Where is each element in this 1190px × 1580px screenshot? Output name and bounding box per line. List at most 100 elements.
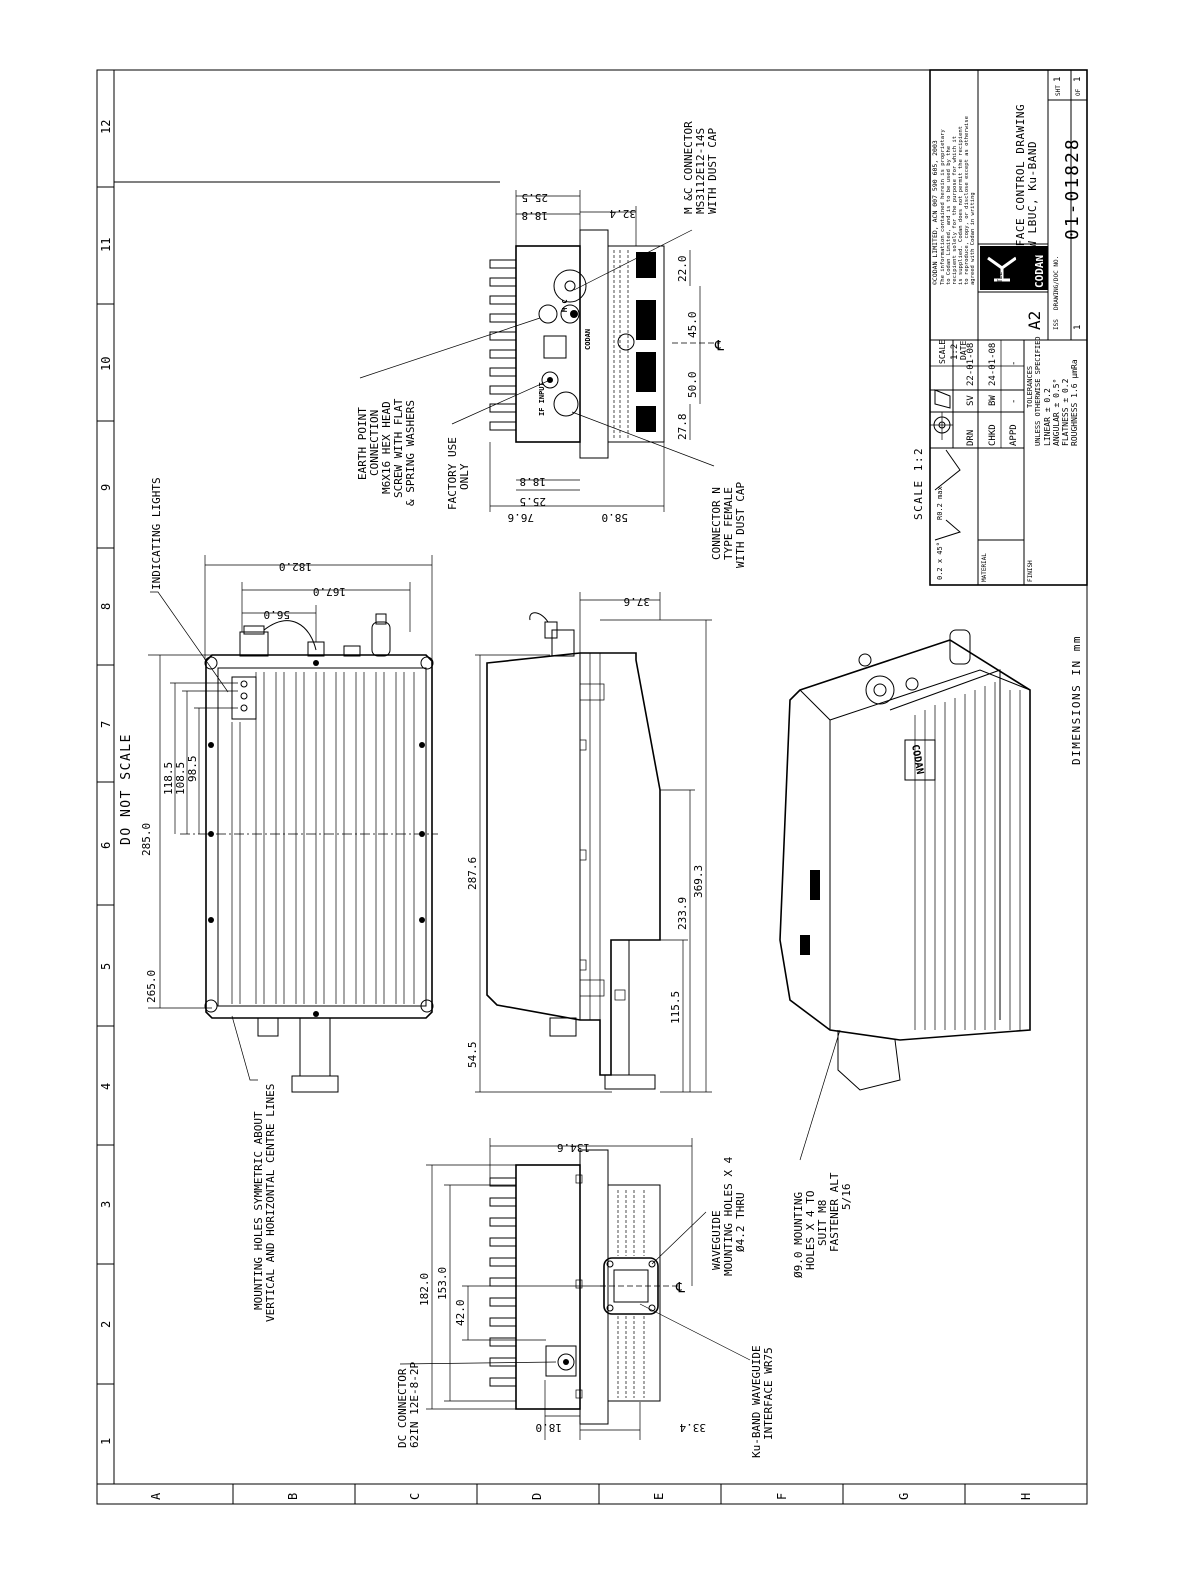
zone-letters: A B C D E F G H (149, 1492, 1033, 1500)
mounting-holes-iso-callout-5: 5/16 (840, 1184, 853, 1211)
appd-label: APPD (1009, 424, 1019, 446)
top-view-dim-labels: 265.0 285.0 118.5 108.5 98.5 182.0 167.0… (140, 560, 346, 1003)
dim-134-6: 134.6 (557, 1141, 590, 1154)
factory-use-callout-1: FACTORY USE (446, 437, 459, 510)
of-value: 1 (1073, 77, 1083, 82)
waveguide-end-view-dimensions (426, 1138, 693, 1440)
tolerance-roughness: ROUGHNESS 1.6 μmRa (1070, 359, 1079, 446)
zone-number-1: 1 (99, 1438, 113, 1445)
ku-waveguide-callout-2: INTERFACE WR75 (762, 1347, 775, 1440)
chkd-date: 24-01-08 (988, 343, 998, 386)
scale-note: SCALE 1:2 (912, 447, 925, 520)
mc-connector-callout-3: WITH DUST CAP (706, 128, 719, 214)
finish-label: FINISH (1027, 560, 1034, 582)
material-label: MATERIAL (981, 553, 988, 582)
drn-by: SV (966, 395, 976, 406)
earth-point-callout-5: & SPRING WASHERS (404, 400, 417, 506)
date-label: DATE (959, 341, 968, 360)
zone-number-12: 12 (99, 120, 113, 134)
side-view (486, 612, 661, 1090)
side-view-dimensions (475, 592, 712, 1093)
drawing-border (96, 69, 1088, 1505)
edge-note: 0.2 x 45° (936, 542, 944, 580)
mc-panel-label: M C (561, 299, 569, 312)
appd-by: - (1009, 399, 1019, 404)
title-label: TITLE (997, 272, 1004, 290)
dc-connector-callout-2: 62IN 12E-8-2P (408, 1362, 421, 1448)
waveguide-end-view-callouts: WAVEGUIDE MOUNTING HOLES X 4 Ø4.2 THRU D… (396, 1156, 775, 1458)
zone-letter-a: A (149, 1492, 163, 1500)
connector-n-callout-3: WITH DUST CAP (734, 482, 747, 568)
dim-115-5: 115.5 (669, 991, 682, 1024)
scale-value: 1:2 (950, 344, 960, 360)
connector-end-view-dimensions (489, 190, 701, 512)
connector-end-view: ℄ (359, 229, 724, 467)
dim-233-9: 233.9 (676, 897, 689, 930)
radius-note: R0.2 max (936, 486, 944, 520)
mc-connector-callout-1: M &C CONNECTOR (682, 121, 695, 214)
drn-label: DRN (966, 430, 976, 446)
connector-end-view-dim-labels: 25.5 18.8 32.4 22.0 45.0 50.0 27.8 18.8 … (508, 191, 700, 524)
waveguide-centre-symbol: ℄ (675, 1280, 685, 1296)
mounting-holes-iso-callout-3: SUIT M8 (816, 1200, 829, 1246)
dim-287-6: 287.6 (466, 857, 479, 890)
of-label: OF (1075, 88, 1082, 96)
isometric-view: CODAN (779, 629, 1031, 1161)
connector-end-view-callouts: M &C CONNECTOR MS3112E12-14S WITH DUST C… (356, 121, 747, 568)
waveguide-mounting-callout-1: WAVEGUIDE (710, 1210, 723, 1270)
indicating-lights-callout: INDICATING LIGHTS (150, 477, 163, 590)
zone-number-4: 4 (99, 1083, 113, 1090)
title-block-text: ©CODAN LIMITED, ACN 007 590 605, 2003 Th… (931, 77, 1083, 582)
scale-label: SCALE (938, 340, 947, 364)
zone-letter-h: H (1019, 1493, 1033, 1500)
sheet-value: 1 (1053, 77, 1063, 82)
mounting-holes-callout-line2: VERTICAL AND HORIZONTAL CENTRE LINES (264, 1084, 277, 1322)
proprietary-line-2: to Codan Limited, and is to be used by t… (946, 146, 952, 285)
dim-42: 42.0 (454, 1300, 467, 1327)
do-not-scale-note: DO NOT SCALE (119, 733, 134, 845)
proprietary-line-1: The information contained herein is prop… (940, 129, 946, 285)
tolerances-subtitle: UNLESS OTHERWISE SPECIFIED (1034, 336, 1042, 446)
dim-18-8-top: 18.8 (522, 209, 549, 222)
mounting-holes-callout-line1: MOUNTING HOLES SYMMETRIC ABOUT (252, 1111, 265, 1310)
connector-n-callout-1: CONNECTOR N (710, 487, 723, 560)
zone-letter-b: B (286, 1493, 300, 1500)
waveguide-end-view: ℄ (399, 1149, 751, 1425)
dim-50: 50.0 (686, 372, 699, 399)
zone-number-7: 7 (99, 721, 113, 728)
top-view-dimensions (148, 555, 433, 1009)
dim-56: 56.0 (264, 608, 291, 621)
dim-153: 153.0 (436, 1267, 449, 1300)
dim-76-6: 76.6 (508, 511, 535, 524)
chkd-by: BW (988, 395, 998, 406)
tolerance-linear: LINEAR ± 0.2 (1043, 388, 1052, 446)
dimensions-note: DIMENSIONS IN mm (1070, 635, 1083, 765)
ku-waveguide-callout-1: Ku-BAND WAVEGUIDE (750, 1345, 763, 1458)
dim-27-8: 27.8 (676, 414, 689, 441)
factory-use-callout-2: ONLY (458, 463, 471, 490)
tolerance-flatness: FLATNESS ± 0.2 (1061, 378, 1070, 446)
drn-date: 22-01-08 (966, 343, 976, 386)
iso-view-callout: Ø9.0 MOUNTING HOLES X 4 TO SUIT M8 FASTE… (792, 1172, 853, 1278)
chkd-label: CHKD (988, 424, 998, 446)
doc-number: 01-01828 (1062, 137, 1083, 240)
codan-panel-label: CODAN (584, 329, 592, 350)
top-view-callouts: INDICATING LIGHTS MOUNTING HOLES SYMMETR… (150, 477, 277, 1322)
sheet-label: SHT (1055, 85, 1062, 96)
if-input-panel-label: IF INPUT (538, 382, 546, 416)
dim-33-4: 33.4 (679, 1421, 706, 1434)
iss-value: 1 (1073, 325, 1083, 330)
dim-167: 167.0 (313, 585, 346, 598)
centre-line-symbol: ℄ (714, 338, 724, 354)
company-name: CODAN (1033, 255, 1046, 288)
zone-letter-f: F (775, 1493, 789, 1500)
dc-connector-callout-1: DC CONNECTOR (396, 1368, 409, 1448)
dim-54-5: 54.5 (466, 1042, 479, 1069)
zone-number-6: 6 (99, 842, 113, 849)
mc-connector-callout-2: MS3112E12-14S (694, 128, 707, 214)
tolerances-title: TOLERANCES (1026, 366, 1034, 408)
sheet-size: A2 (1025, 311, 1044, 330)
copyright-text: ©CODAN LIMITED, ACN 007 590 605, 2003 (931, 140, 939, 285)
zone-number-10: 10 (99, 357, 113, 371)
